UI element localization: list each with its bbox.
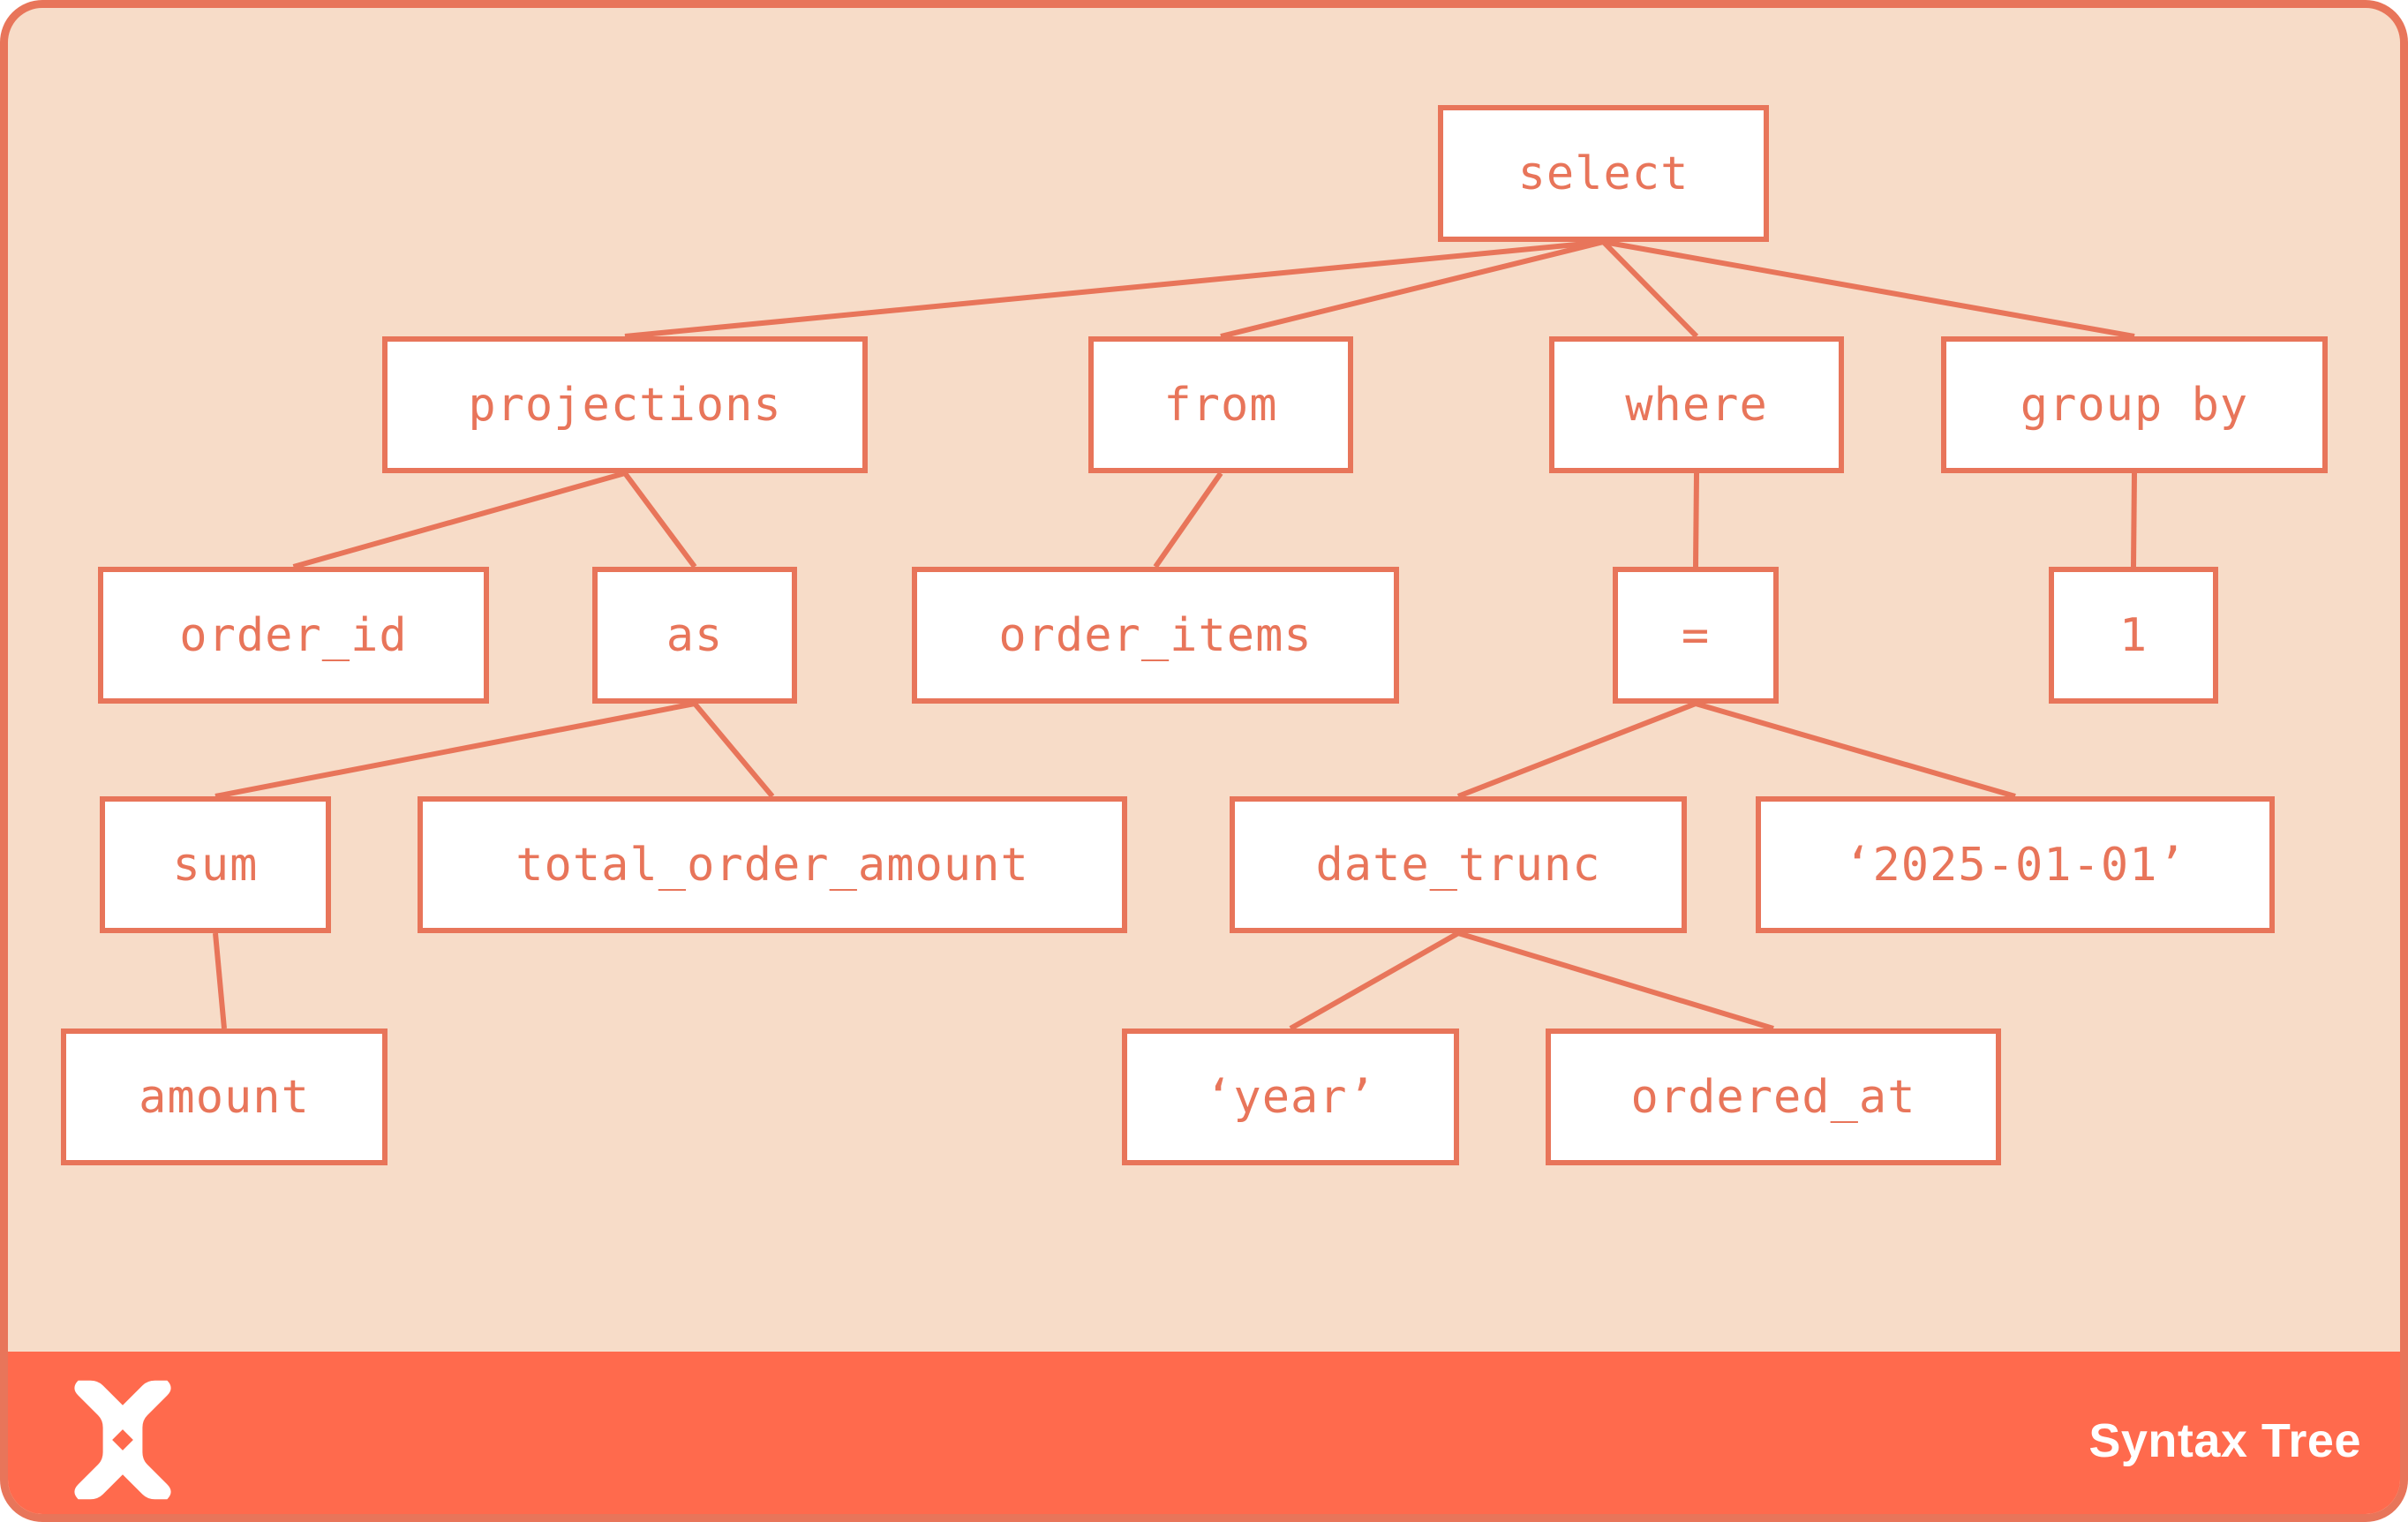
tree-node-group-by[interactable]: group by [1941,336,2328,473]
tree-edge-select-to-group-by [1602,239,2135,339]
tree-edge-date-trunc-to-ordered-at [1457,931,1774,1031]
tree-edge-select-to-projections [624,239,1604,339]
tree-edge-projections-to-as [622,471,697,569]
tree-node-select[interactable]: select [1438,105,1769,242]
tree-node-ordered-at[interactable]: ordered_at [1546,1028,2001,1165]
tree-edge-select-to-from [1220,239,1605,339]
tree-node-order-id[interactable]: order_id [98,567,489,704]
tree-node-order-items[interactable]: order_items [912,567,1399,704]
footer-bar: Syntax Tree [8,1352,2400,1514]
tree-node-projections[interactable]: projections [382,336,868,473]
tree-node-from[interactable]: from [1088,336,1353,473]
x-star-logo [61,1378,184,1502]
tree-edge-group-by-to-one [2131,472,2137,568]
tree-edge-eq-to-date-trunc [1456,701,1697,799]
tree-edge-as-to-sum [214,701,696,799]
tree-edge-from-to-order-items [1153,471,1223,569]
tree-edge-date-trunc-to-year-literal [1289,931,1460,1031]
tree-canvas: select projections from where group by order_… [8,8,2400,1352]
tree-node-one[interactable]: 1 [2049,567,2218,704]
tree-edge-select-to-where [1601,239,1699,339]
footer-title: Syntax Tree [2088,1414,2361,1467]
tree-node-date-literal[interactable]: ‘2025-01-01’ [1756,796,2275,933]
tree-node-amount[interactable]: amount [61,1028,388,1165]
tree-node-as[interactable]: as [592,567,797,704]
tree-node-where[interactable]: where [1549,336,1844,473]
tree-node-date-trunc[interactable]: date_trunc [1230,796,1687,933]
tree-edge-eq-to-date-literal [1695,701,2016,799]
tree-node-total-order-amount[interactable]: total_order_amount [418,796,1127,933]
tree-edge-projections-to-order-id [292,471,626,569]
tree-edges [213,239,2137,1031]
tree-edge-where-to-eq [1693,472,1699,568]
tree-edge-sum-to-amount [213,932,227,1029]
tree-edge-as-to-total-order-amount [692,702,775,798]
tree-node-eq[interactable]: = [1613,567,1779,704]
tree-node-sum[interactable]: sum [100,796,331,933]
tree-node-year-literal[interactable]: ‘year’ [1122,1028,1459,1165]
